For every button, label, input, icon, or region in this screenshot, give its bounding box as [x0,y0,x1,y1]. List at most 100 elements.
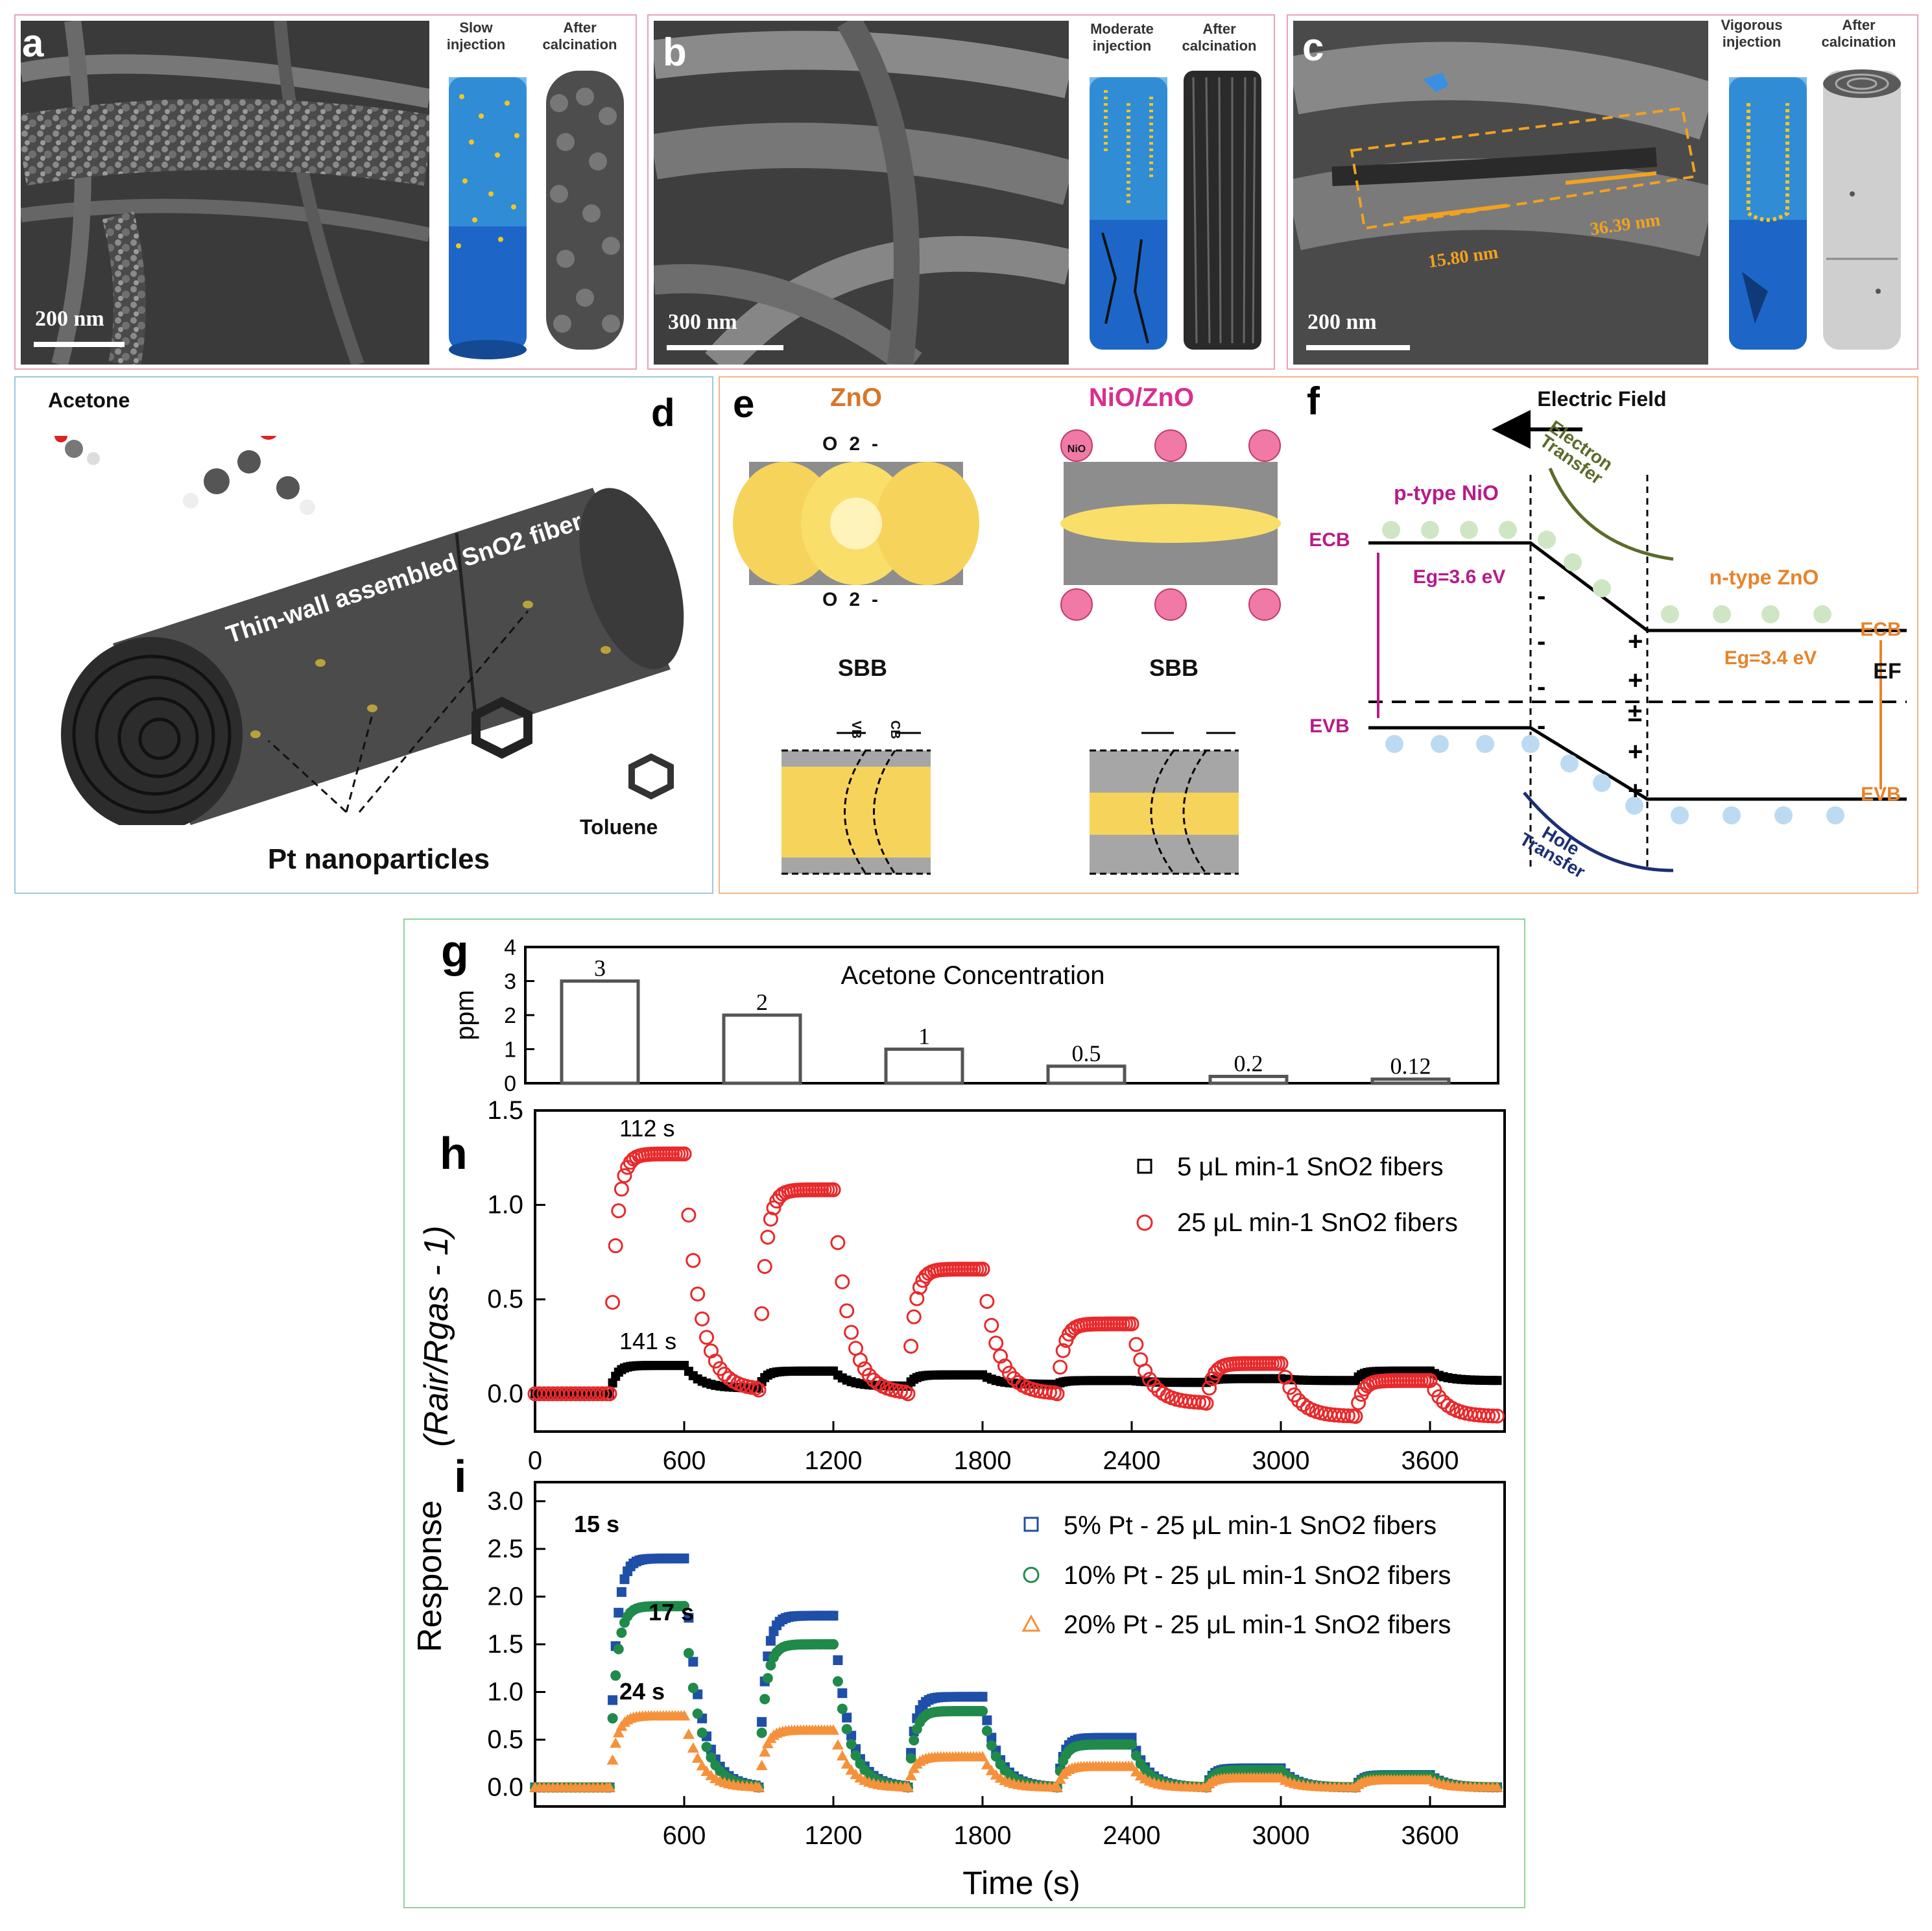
i-annotation-24s: 24 s [619,1678,665,1705]
svg-text:-: - [1537,627,1545,656]
i-xlabel: Time (s) [962,1865,1080,1901]
nio-label: NiO [1067,444,1086,455]
electric-field-label: Electric Field [1537,387,1667,411]
h-annotation-141s: 141 s [619,1328,676,1354]
data-point [1422,1373,1438,1388]
data-point [692,1708,703,1719]
data-point [1130,1750,1141,1761]
panel-d: d Acetone Thin-wall assembled SnO2 fiber… [14,376,713,894]
data-point [1055,1343,1071,1358]
data-point [1126,1760,1138,1771]
caption-injection: Moderate injection [1090,21,1154,54]
g-ylabel: ppm [451,990,479,1040]
data-point [696,1760,708,1771]
panel-label-c: c [1302,25,1324,69]
o2-label-bottom: O2- [822,589,890,610]
data-point [766,1200,781,1216]
data-point [681,1207,697,1223]
panel-ef: e ZnO NiO/ZnO O2- O2- SBB [719,376,1918,894]
ytick-label: 0.0 [487,1380,523,1408]
g-bar [1046,1064,1127,1085]
scalebar-label: 200 nm [35,307,104,331]
data-point [902,1781,914,1792]
data-point [688,1657,698,1667]
svg-text:-: - [1537,712,1545,740]
svg-text:-: - [1537,673,1545,701]
data-point [679,1553,689,1564]
eg1-label: Eg=3.6 eV [1413,566,1506,588]
data-point [1492,1376,1502,1385]
data-point [906,1309,922,1325]
data-point [841,1723,852,1734]
data-point [1481,1408,1496,1424]
data-point [903,1339,919,1354]
panel-label-a: a [22,21,44,65]
ytick-label: 2.5 [487,1535,523,1563]
data-point [612,1727,625,1738]
panel-label-e: e [733,382,755,426]
data-point [1202,1380,1217,1396]
data-point [832,1676,843,1687]
data-point [690,1286,706,1302]
svg-text:+: + [1628,776,1643,805]
data-point [717,1366,732,1382]
data-point [760,1229,776,1245]
data-point [697,1727,708,1738]
scalebar-line [1306,345,1410,350]
caption-calcination: After calcination [1182,21,1257,54]
h-ylabel: (Rair/Rgas - 1) [418,1226,455,1447]
data-point [986,1740,997,1751]
svg-text:+: + [1628,738,1643,766]
data-point [852,1352,868,1368]
panel-a: a 200 nm Slow injection After calcinatio… [14,14,637,370]
cylinder-illustration-a [449,71,624,359]
data-point [846,1739,857,1750]
data-point [982,1715,992,1725]
scalebar-line [667,345,783,350]
data-point [762,1673,773,1684]
data-point [981,1758,993,1769]
h-plot-frame [534,1109,1506,1433]
band-diagram: ----++±++ [1368,410,1907,872]
data-point [1485,1408,1501,1424]
data-point [678,1710,690,1721]
evb-left: EVB [1309,715,1350,737]
data-point [979,1293,995,1309]
panel-label-d: d [651,391,675,435]
ytick-label: 0.0 [487,1773,523,1802]
data-point [708,1353,723,1369]
i-legend-1: 5% Pt - 25 μL min-1 SnO2 fibers [1064,1511,1437,1540]
i-annotation-15s: 15 s [574,1511,619,1537]
data-point [984,1317,999,1333]
acetone-label: Acetone [48,389,130,412]
data-point [608,1238,623,1254]
xtick-label: 0 [528,1446,542,1475]
g-ytick-label: 3 [504,970,516,994]
data-point [1351,1395,1366,1411]
xtick-label: 1200 [805,1821,863,1850]
sem-image-b [654,21,1069,365]
sem-image-c [1293,21,1708,365]
i-annotation-17s: 17 s [649,1599,694,1625]
ytick-label: 0.5 [487,1725,523,1754]
caption-calcination: After calcination [542,19,617,53]
data-point [841,1758,853,1769]
data-point [756,1727,767,1738]
data-point [759,1694,770,1705]
data-point [748,1380,763,1396]
grain-diagrams [733,429,1281,875]
data-point [617,1168,632,1184]
o2-label-top: O2- [822,433,890,455]
g-title: Acetone Concentration [841,961,1105,990]
panel-c: c 15.80 nm 36.39 nm 200 nm Vigorous inje… [1287,14,1918,370]
data-point [828,1611,839,1621]
panel-label-b: b [663,30,687,74]
data-point [604,1781,615,1792]
scalebar-label: 300 nm [668,310,737,334]
caption-injection: Slow injection [446,19,506,53]
data-point [988,1336,1004,1351]
data-point [754,1306,770,1321]
data-point [1490,1408,1505,1424]
svg-text:±: ± [1628,699,1642,727]
toluene-label: Toluene [580,815,658,839]
